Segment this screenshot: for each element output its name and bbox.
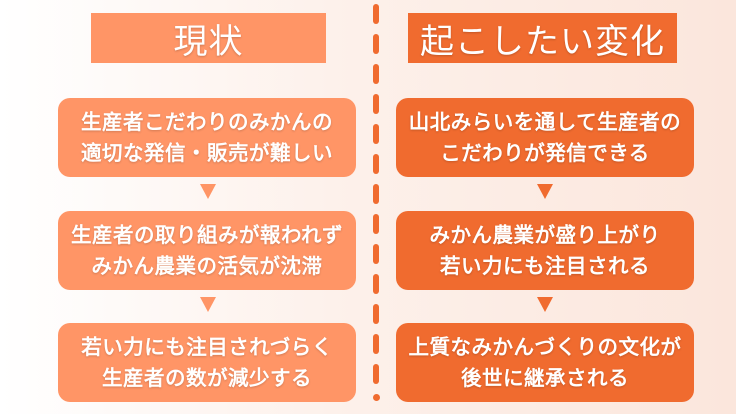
step-line-1: 生産者の取り組みが報われず (71, 222, 343, 247)
desired-change-title: 起こしたい変化 (408, 13, 677, 63)
dashed-divider-icon (372, 4, 380, 414)
desired-change-title-text: 起こしたい変化 (420, 21, 665, 62)
step-line-2: 適切な発信・販売が難しい (81, 140, 333, 165)
step-line-2: こだわりが発信できる (440, 140, 650, 165)
change-step-1: 山北みらいを通して生産者の こだわりが発信できる (396, 98, 694, 177)
down-arrow-icon (537, 297, 553, 312)
step-line-2: みかん農業の活気が沈滞 (91, 253, 323, 278)
step-line-2: 若い力にも注目される (440, 253, 650, 278)
step-line-1: 山北みらいを通して生産者の (408, 109, 682, 134)
current-step-2: 生産者の取り組みが報われず みかん農業の活気が沈滞 (58, 211, 356, 290)
step-line-1: 若い力にも注目されづらく (81, 334, 333, 359)
step-line-1: 上質なみかんづくりの文化が (408, 334, 682, 359)
down-arrow-icon (200, 184, 216, 199)
current-state-title-text: 現状 (173, 21, 244, 62)
down-arrow-icon (537, 184, 553, 199)
change-step-2: みかん農業が盛り上がり 若い力にも注目される (396, 211, 694, 290)
step-line-1: 生産者こだわりのみかんの (81, 109, 333, 134)
change-step-3: 上質なみかんづくりの文化が 後世に継承される (396, 323, 694, 402)
step-line-2: 生産者の数が減少する (102, 365, 312, 390)
step-line-1: みかん農業が盛り上がり (429, 222, 661, 247)
current-state-title: 現状 (91, 13, 326, 63)
current-step-3: 若い力にも注目されづらく 生産者の数が減少する (58, 323, 356, 402)
step-line-2: 後世に継承される (461, 365, 629, 390)
current-step-1: 生産者こだわりのみかんの 適切な発信・販売が難しい (58, 98, 356, 177)
down-arrow-icon (200, 297, 216, 312)
